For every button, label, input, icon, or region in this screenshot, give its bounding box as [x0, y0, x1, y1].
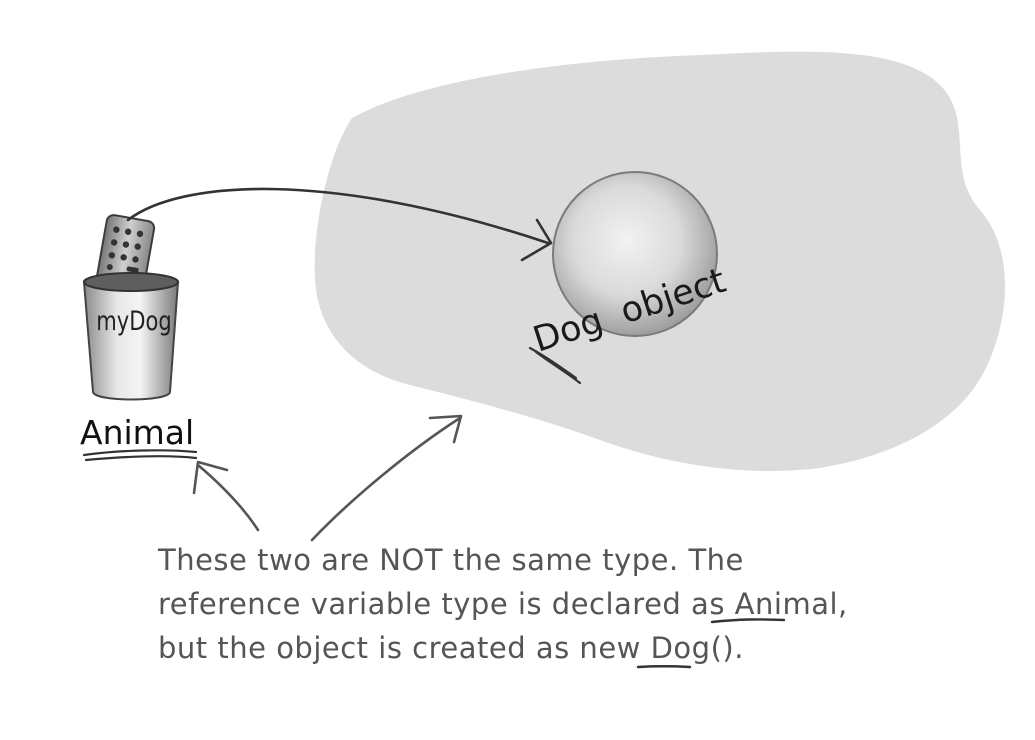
variable-name: myDog — [96, 305, 171, 336]
reference-type-label: Animal — [80, 413, 194, 452]
note-dog-underline — [636, 665, 692, 669]
note-line-2: reference variable type is declared as A… — [158, 587, 848, 621]
note-line-2-end: , — [838, 587, 848, 621]
arrow-to-animal — [192, 460, 260, 532]
note-line-3-end: (). — [711, 631, 744, 665]
annotation-note: These two are NOT the same type. The ref… — [157, 543, 848, 669]
note-line-1: These two are NOT the same type. The — [157, 543, 744, 577]
dog-object-ball — [552, 171, 718, 337]
reference-type-underline — [82, 449, 198, 462]
cup-icon — [82, 272, 180, 401]
note-line-3-type: Dog — [651, 631, 711, 665]
arrow-to-object — [310, 414, 463, 542]
note-animal-underline — [710, 618, 786, 624]
note-line-3: but the object is created as new Dog(). — [158, 631, 744, 665]
reference-arrow — [126, 187, 553, 262]
note-line-2-text: reference variable type is declared as — [158, 587, 735, 621]
note-line-3-text: but the object is created as new — [158, 631, 651, 665]
note-line-2-type: Animal — [735, 587, 838, 621]
object-type-underline — [528, 346, 582, 385]
